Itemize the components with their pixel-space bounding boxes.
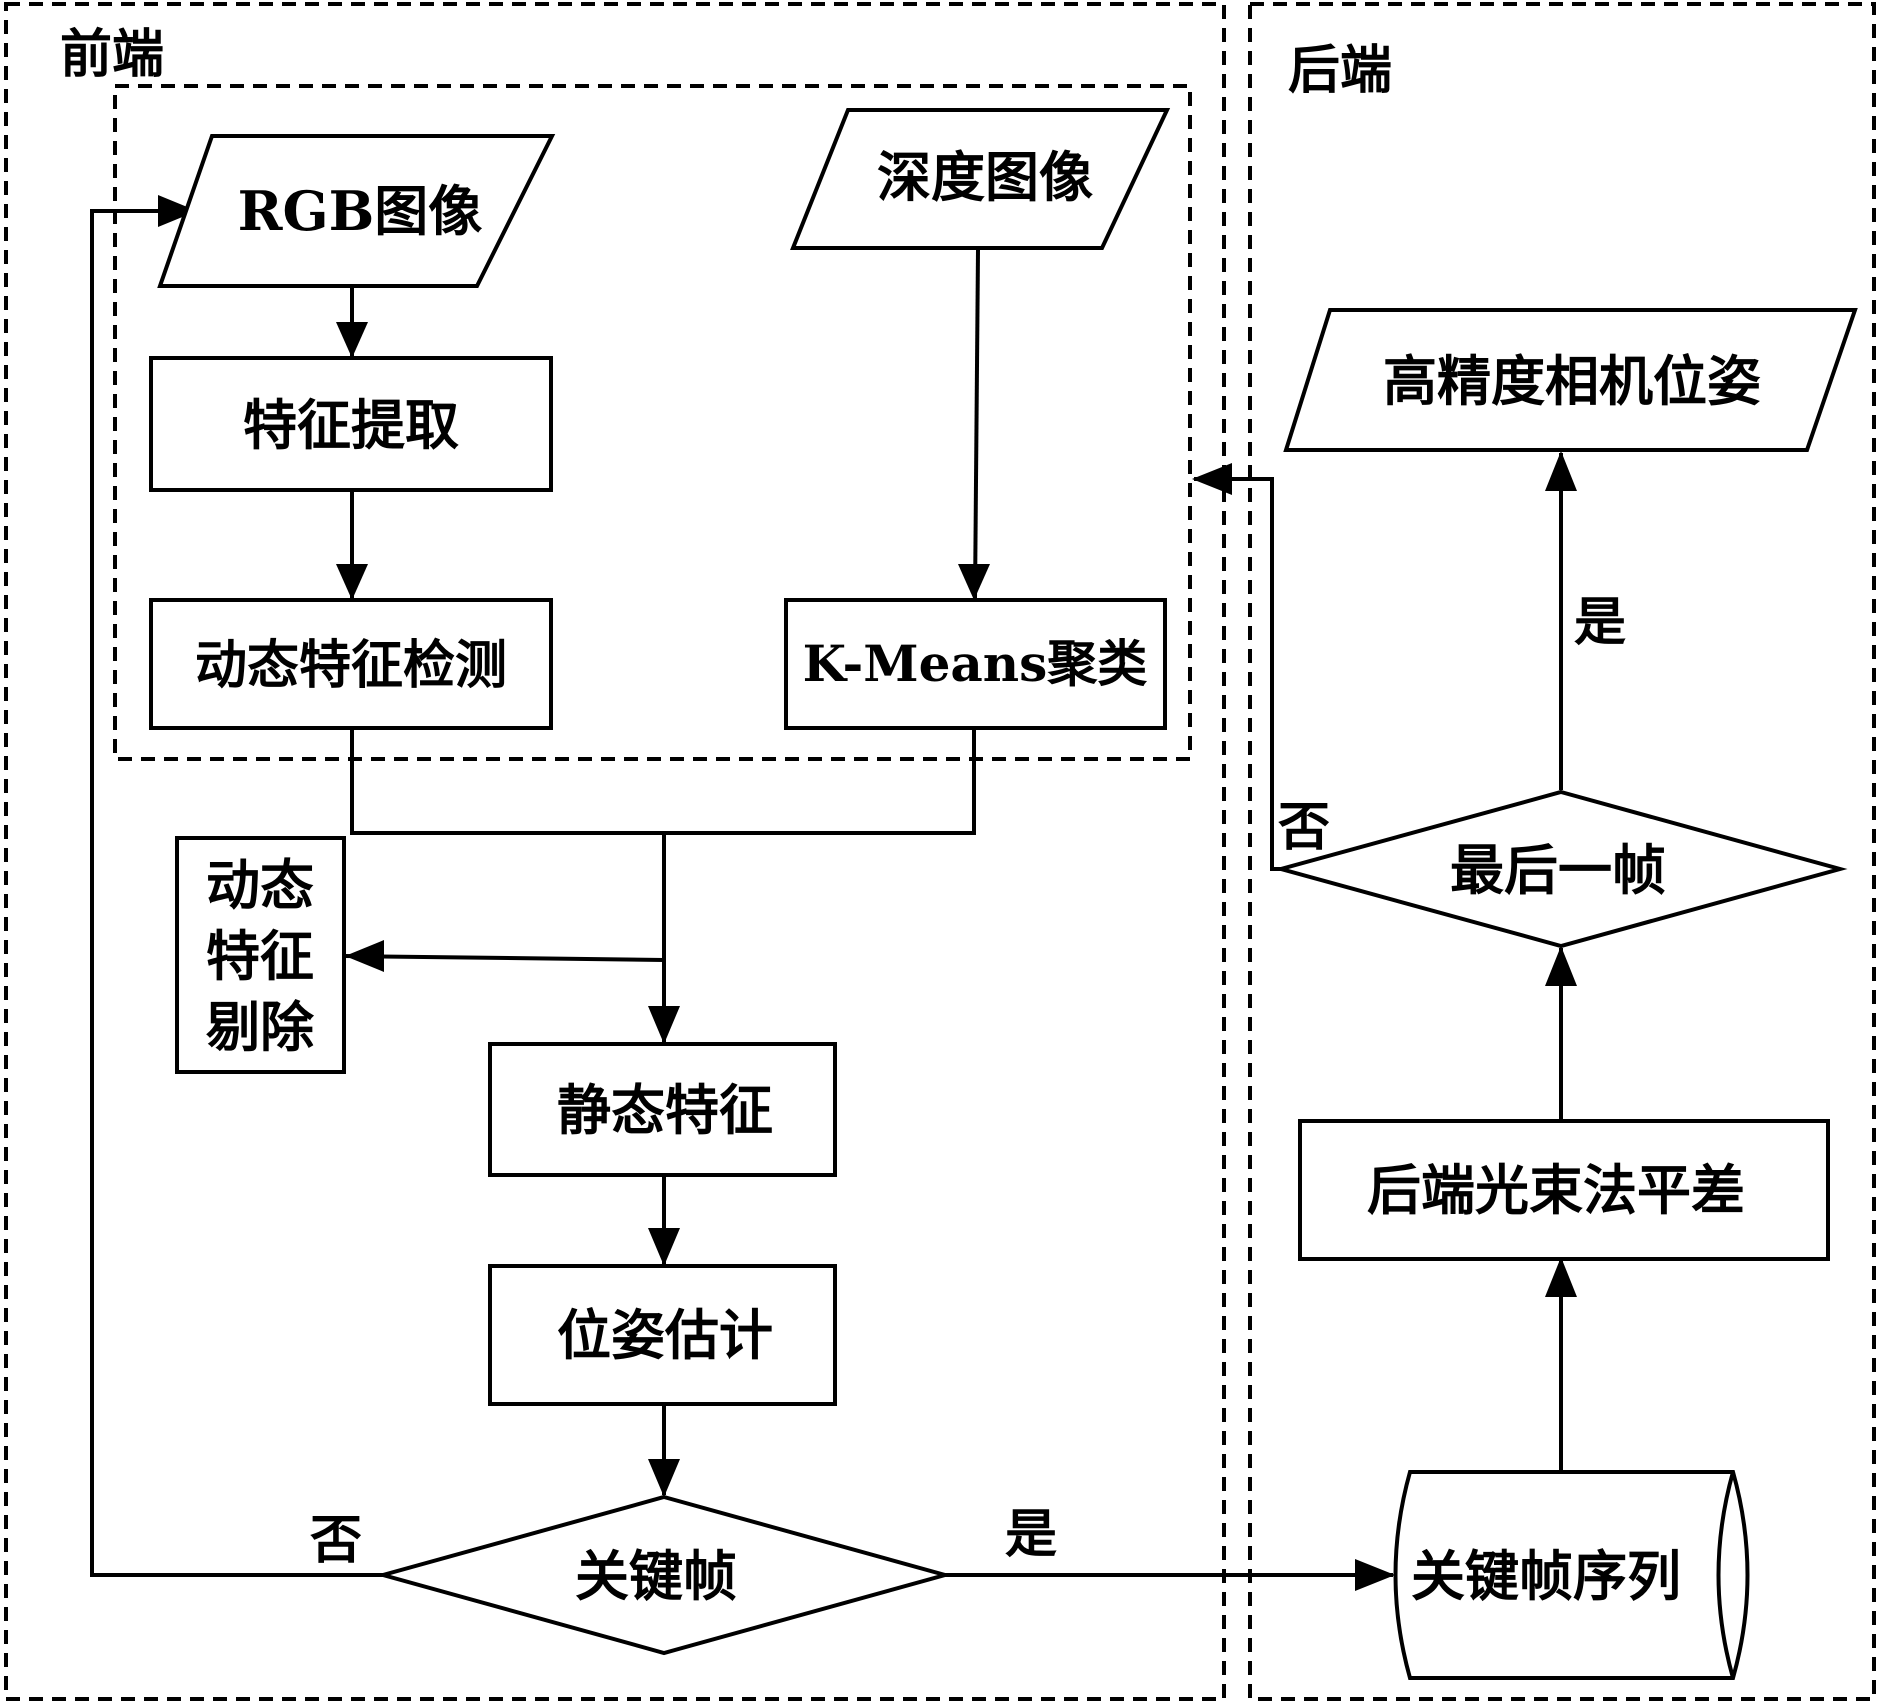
frontend-region-border [4, 2, 1226, 1701]
node-keyframe-sequence: 关键帧序列 [1393, 1470, 1750, 1680]
arrowhead [648, 1006, 680, 1044]
arrowhead [648, 1228, 680, 1266]
dynamic-feature-removal-line-2: 特征 [206, 924, 314, 988]
node-high-precision-pose: 高精度相机位姿 [1283, 308, 1858, 452]
arrow-last-frame-no [1194, 477, 1281, 871]
dynamic-feature-removal-line-1: 动态 [206, 853, 314, 917]
arrowhead [1192, 463, 1232, 495]
arrow-keyframe-no-loop [90, 209, 383, 1577]
arrowhead [1355, 1559, 1395, 1591]
node-keyframe-decision: 关键帧 [375, 1494, 953, 1656]
arrow-to-dynamic-removal [344, 954, 665, 962]
node-last-frame-decision: 最后一帧 [1273, 789, 1848, 949]
arrowhead [1545, 946, 1577, 986]
frontend-label: 前端 [60, 24, 164, 85]
pose-estimation-label: 位姿估计 [557, 1303, 773, 1367]
last-frame-yes-label: 是 [1574, 592, 1626, 653]
dynamic-feature-detection-label: 动态特征检测 [195, 635, 507, 696]
keyframe-sequence-label: 关键帧序列 [1411, 1544, 1681, 1608]
arrowhead [1545, 1257, 1577, 1297]
last-frame-label: 最后一帧 [1450, 838, 1666, 902]
feature-processing-group-border [113, 84, 1192, 761]
arrowhead [336, 564, 368, 600]
arrow-depth-to-kmeans [973, 249, 980, 599]
node-dynamic-feature-detection: 动态特征检测 [149, 598, 553, 730]
depth-image-label: 深度图像 [877, 145, 1093, 209]
node-feature-extraction: 特征提取 [149, 356, 553, 492]
backend-label: 后端 [1288, 40, 1392, 101]
arrowhead [958, 564, 990, 600]
high-precision-pose-label: 高精度相机位姿 [1383, 349, 1761, 413]
node-pose-estimation: 位姿估计 [488, 1264, 837, 1406]
keyframe-no-label: 否 [310, 1510, 362, 1571]
arrowhead [1545, 451, 1577, 491]
node-static-features: 静态特征 [488, 1042, 837, 1177]
static-features-label: 静态特征 [557, 1078, 773, 1142]
keyframe-label: 关键帧 [575, 1544, 737, 1608]
connectors [90, 195, 1577, 1591]
backend-region-border [1248, 2, 1876, 1701]
backend-bundle-adjustment-label: 后端光束法平差 [1367, 1158, 1745, 1222]
arrowhead [336, 322, 368, 358]
feature-extraction-label: 特征提取 [243, 393, 459, 457]
last-frame-no-label: 否 [1278, 797, 1330, 858]
node-dynamic-feature-removal: 动态 特征 剔除 [175, 836, 346, 1074]
node-rgb-image: RGB图像 [157, 134, 556, 288]
dynamic-feature-removal-line-3: 剔除 [206, 995, 315, 1059]
arrowhead [158, 195, 197, 227]
keyframe-yes-label: 是 [1005, 1504, 1057, 1565]
arrowhead [648, 1459, 680, 1497]
node-depth-image: 深度图像 [790, 108, 1171, 250]
node-backend-bundle-adjustment: 后端光束法平差 [1298, 1119, 1830, 1261]
node-kmeans-clustering: K-Means聚类 [784, 598, 1167, 730]
merge-line [350, 728, 976, 835]
rgb-image-label: RGB图像 [238, 179, 483, 243]
arrowhead [345, 940, 384, 972]
kmeans-clustering-label: K-Means聚类 [803, 634, 1148, 693]
